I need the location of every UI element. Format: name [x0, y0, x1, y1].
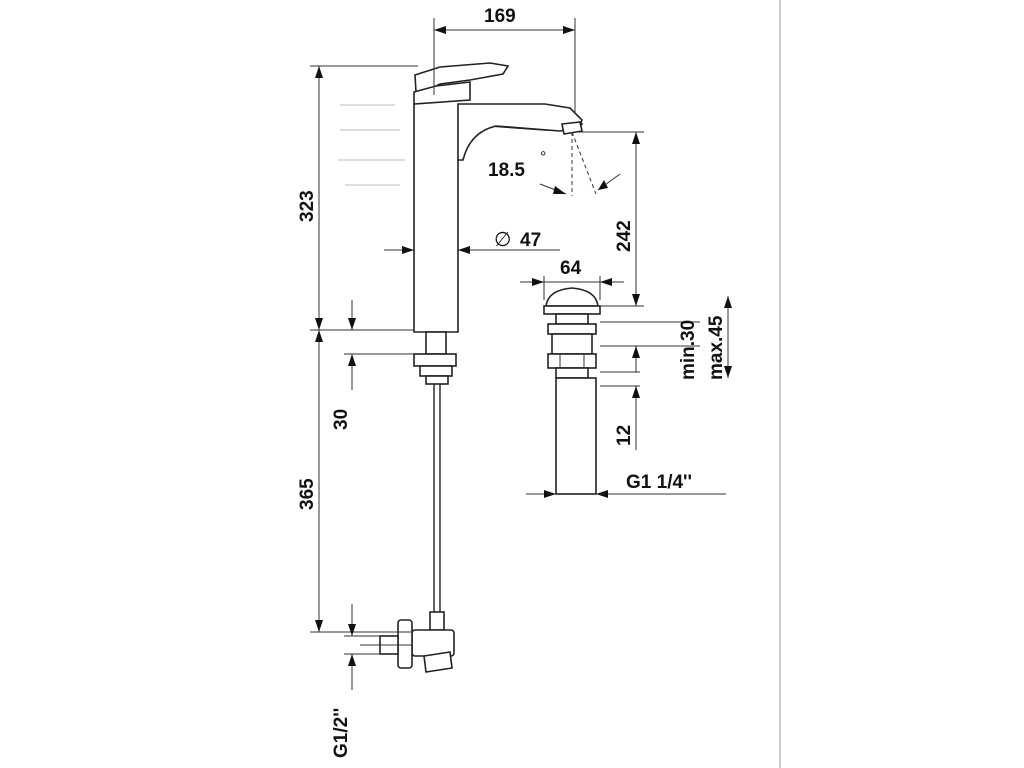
label-spout-height: 242 [614, 220, 635, 252]
lock-nut-base [425, 375, 449, 385]
waste-lower-ring [555, 367, 589, 379]
dim-spout-height [578, 131, 644, 307]
lock-nut [413, 353, 457, 367]
label-waste-width: 64 [560, 258, 582, 279]
popup-waste [543, 287, 601, 495]
label-diameter-symbol: ∅ [494, 227, 511, 251]
faucet-body [338, 62, 584, 673]
label-waste-max: max.45 [706, 315, 727, 380]
waste-nut-bottom [547, 353, 597, 369]
label-waste-thread: G1 1/4'' [626, 472, 692, 493]
hose-nut [429, 611, 445, 631]
dim-supply-thread [344, 604, 380, 690]
waste-tail-pipe [555, 377, 597, 495]
dim-waste-thread-length [632, 386, 640, 450]
aerator [561, 121, 583, 135]
lock-nut-lower [419, 365, 453, 377]
waste-neck [555, 313, 589, 325]
dim-waste-width [520, 276, 624, 300]
waste-thread-body [551, 333, 593, 355]
dim-waste-range [600, 296, 732, 387]
waste-nut-top [547, 323, 597, 335]
waste-flange [543, 305, 601, 315]
angle-valve-handle [423, 651, 453, 673]
label-spout-reach: 169 [484, 6, 516, 27]
label-base-nut-height: 30 [331, 409, 352, 430]
label-waste-min: min.30 [678, 320, 699, 380]
dim-spout-angle [539, 131, 621, 196]
label-spout-angle: 18.5 [488, 160, 525, 181]
dim-waste-thread [526, 490, 726, 498]
label-supply-length: 365 [297, 478, 318, 510]
label-waste-thread-length: 12 [614, 425, 635, 446]
waste-cap [545, 287, 599, 307]
wall-flange [397, 619, 413, 669]
mounting-shank [425, 331, 447, 355]
label-total-height: 323 [297, 190, 318, 222]
spout [457, 103, 583, 161]
dim-spout-reach [433, 18, 576, 112]
handle-cap [413, 81, 471, 105]
dim-base-nut-height [344, 300, 414, 390]
dim-body-diameter [384, 246, 560, 254]
label-body-diameter: 47 [520, 230, 541, 251]
background-marks [338, 104, 405, 186]
label-supply-thread: G1/2'' [331, 708, 352, 758]
dim-supply-length [310, 330, 412, 633]
label-degree-mark: ° [540, 149, 546, 166]
